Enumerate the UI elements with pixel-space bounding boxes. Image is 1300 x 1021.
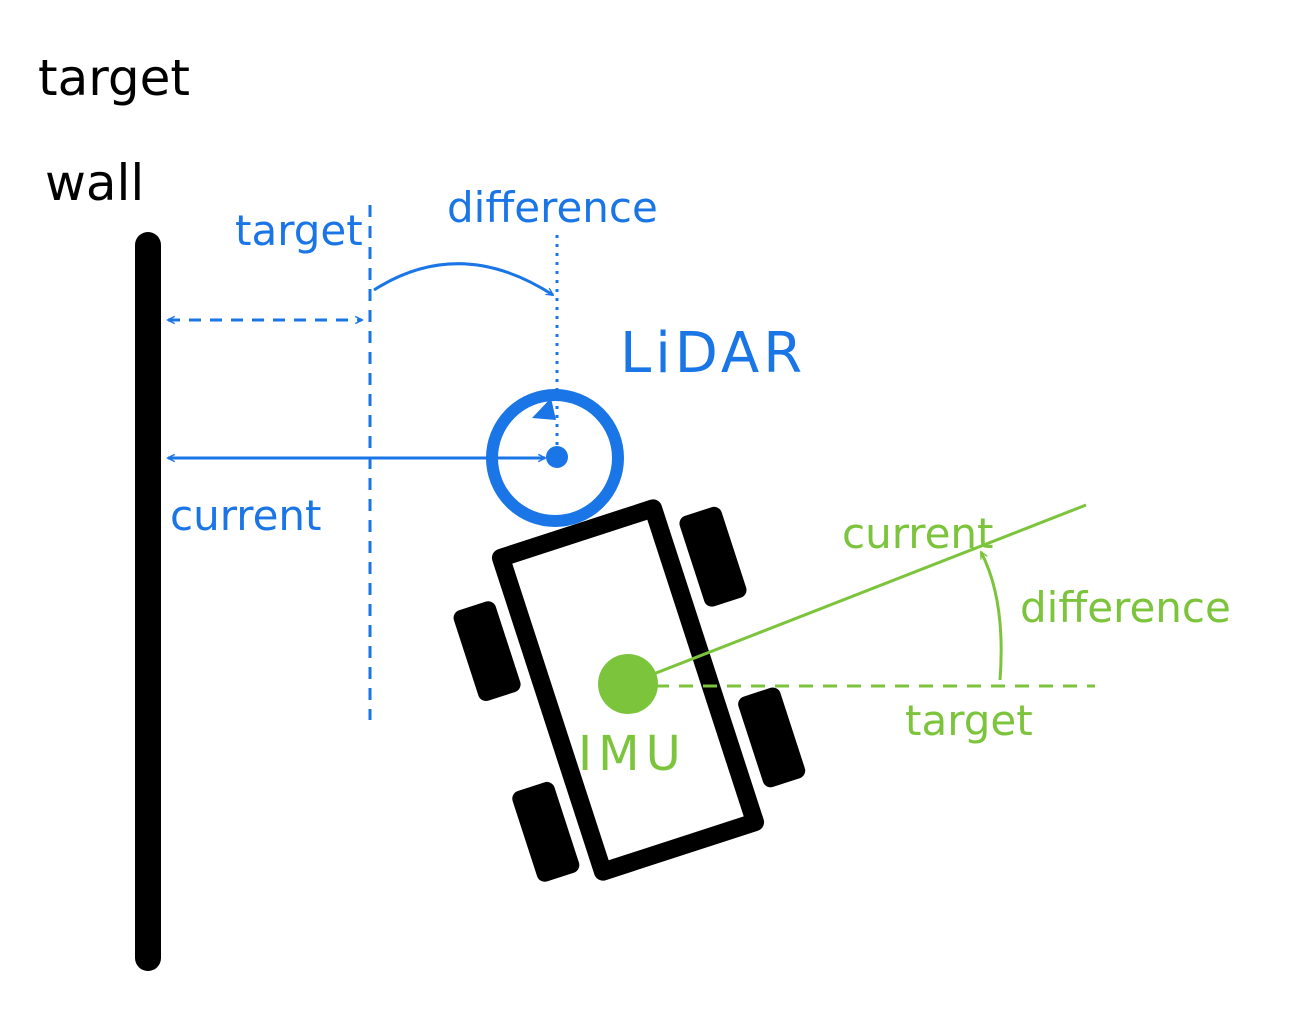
robot-wheel-back-right — [738, 687, 806, 788]
imu-current-label: current — [842, 509, 994, 558]
wall-label-line2: wall — [45, 154, 144, 212]
robot-body — [491, 499, 765, 881]
robot-wheel-back-left — [512, 781, 580, 882]
wall-label-line1: target — [38, 49, 190, 107]
imu-name-label: IMU — [578, 726, 687, 782]
lidar-sensor-ring — [486, 389, 624, 527]
lidar-target-label: target — [235, 206, 363, 255]
imu-group: current difference target IMU — [578, 503, 1231, 782]
lidar-group: target difference LiDAR current — [168, 183, 806, 720]
imu-target-label: target — [905, 696, 1033, 745]
lidar-difference-arrow — [373, 262, 553, 297]
lidar-sensor-center — [546, 446, 568, 468]
lidar-sensor-pointer — [532, 398, 556, 420]
robot-wheel-front-left — [453, 601, 521, 702]
imu-sensor — [598, 654, 658, 714]
robot-wheel-front-right — [679, 506, 747, 607]
lidar-difference-label: difference — [447, 183, 658, 232]
imu-difference-arrow — [979, 552, 1003, 681]
lidar-name-label: LiDAR — [620, 321, 806, 386]
imu-difference-label: difference — [1020, 583, 1231, 632]
lidar-current-label: current — [170, 491, 322, 540]
imu-current-heading-line — [627, 503, 1087, 686]
robot — [453, 499, 806, 882]
